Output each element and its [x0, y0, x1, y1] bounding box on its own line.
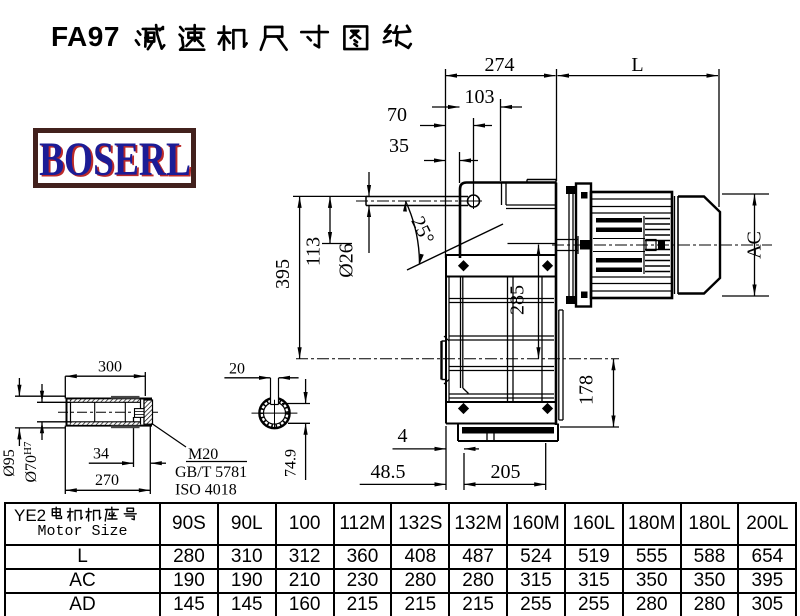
- svg-text:ISO 4018: ISO 4018: [175, 482, 237, 499]
- svg-text:48.5: 48.5: [371, 461, 406, 483]
- svg-text:4: 4: [398, 425, 408, 447]
- svg-text:270: 270: [95, 472, 119, 489]
- svg-text:70: 70: [387, 104, 407, 126]
- svg-text:205: 205: [491, 461, 521, 483]
- svg-text:YE2: YE2: [14, 506, 46, 525]
- svg-text:Ø26: Ø26: [336, 243, 358, 277]
- svg-text:285: 285: [507, 285, 529, 315]
- svg-text:BOSERL: BOSERL: [39, 134, 191, 186]
- svg-text:178: 178: [576, 375, 598, 405]
- svg-text:L: L: [631, 54, 643, 76]
- svg-text:395: 395: [272, 259, 294, 289]
- svg-text:35: 35: [389, 135, 409, 157]
- svg-text:20: 20: [229, 361, 245, 378]
- svg-text:103: 103: [465, 86, 495, 108]
- svg-text:74.9: 74.9: [283, 449, 300, 477]
- svg-text:34: 34: [93, 446, 109, 463]
- svg-text:Ø95: Ø95: [1, 449, 18, 477]
- svg-text:BOSERL: BOSERL: [41, 135, 193, 187]
- svg-text:M20: M20: [188, 446, 218, 463]
- svg-text:AC: AC: [744, 231, 766, 259]
- svg-text:300: 300: [98, 359, 122, 376]
- svg-text:274: 274: [485, 54, 515, 76]
- svg-text:GB/T 5781: GB/T 5781: [175, 464, 247, 481]
- svg-text:113: 113: [303, 237, 325, 266]
- svg-text:FA97: FA97: [51, 21, 120, 52]
